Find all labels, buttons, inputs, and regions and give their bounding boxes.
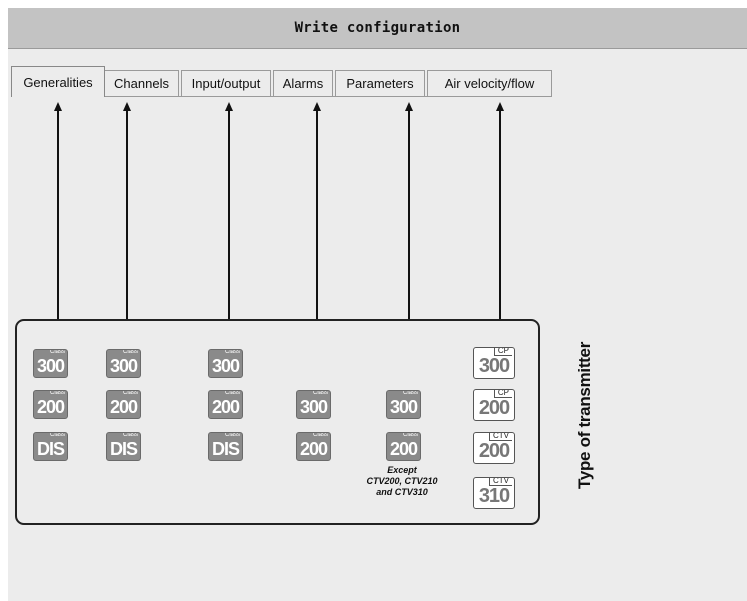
class-300-badge: Class 300	[106, 349, 141, 378]
badge-tag: CP	[493, 390, 512, 398]
badge-value: 300	[478, 355, 510, 377]
tab-generalities[interactable]: Generalities	[11, 66, 105, 97]
badge-tag: Class	[49, 349, 65, 355]
exception-note-line: and CTV310	[376, 487, 428, 497]
arrow-air-velocity-flow	[499, 110, 501, 320]
badge-value: 300	[36, 356, 65, 376]
badge-tag: Class	[122, 349, 138, 355]
class-200-badge: Class 200	[386, 432, 421, 461]
tab-input-output[interactable]: Input/output	[181, 70, 271, 96]
arrowhead-alarms	[313, 102, 321, 111]
badge-tag: Class	[49, 390, 65, 396]
tab-alarms[interactable]: Alarms	[273, 70, 333, 96]
badge-tag: Class	[224, 349, 240, 355]
badge-tag: Class	[402, 432, 418, 438]
badge-value: DIS	[36, 439, 65, 459]
badge-tag: Class	[312, 432, 328, 438]
badge-value: 310	[478, 485, 510, 507]
arrowhead-channels	[123, 102, 131, 111]
class-200-badge: Class 200	[296, 432, 331, 461]
arrow-input-output	[228, 110, 230, 320]
transmitter-type-box	[15, 319, 540, 525]
class-200-badge: Class 200	[208, 390, 243, 419]
badge-tag: CTV	[489, 478, 512, 486]
class-300-badge: Class 300	[208, 349, 243, 378]
exception-note-line: Except	[387, 465, 417, 475]
arrowhead-generalities	[54, 102, 62, 111]
arrowhead-air-velocity-flow	[496, 102, 504, 111]
tab-air-velocity-flow[interactable]: Air velocity/flow	[427, 70, 552, 96]
badge-tag: Class	[224, 432, 240, 438]
arrow-parameters	[408, 110, 410, 320]
badge-value: DIS	[211, 439, 240, 459]
badge-value: 300	[211, 356, 240, 376]
badge-tag: Class	[122, 390, 138, 396]
type-of-transmitter-label: Type of transmitter	[575, 341, 594, 489]
badge-value: DIS	[109, 439, 138, 459]
badge-tag: CTV	[489, 433, 512, 441]
class-dis-badge: Class DIS	[106, 432, 141, 461]
cp-200-badge: CP 200	[473, 389, 515, 421]
badge-tag: CP	[493, 348, 512, 356]
write-configuration-window: Write configuration	[8, 8, 747, 601]
badge-value: 300	[299, 397, 328, 417]
class-dis-badge: Class DIS	[33, 432, 68, 461]
cp-300-badge: CP 300	[473, 347, 515, 379]
badge-tag: Class	[122, 432, 138, 438]
class-300-badge: Class 300	[296, 390, 331, 419]
badge-value: 200	[478, 440, 510, 462]
badge-value: 200	[211, 397, 240, 417]
arrowhead-input-output	[225, 102, 233, 111]
tab-parameters[interactable]: Parameters	[335, 70, 425, 96]
arrowhead-parameters	[405, 102, 413, 111]
class-200-badge: Class 200	[33, 390, 68, 419]
badge-tag: Class	[402, 390, 418, 396]
badge-value: 200	[109, 397, 138, 417]
badge-value: 300	[109, 356, 138, 376]
tab-baseline	[104, 96, 552, 97]
badge-tag: Class	[312, 390, 328, 396]
window-title: Write configuration	[8, 8, 747, 49]
class-300-badge: Class 300	[33, 349, 68, 378]
exception-note: Except CTV200, CTV210 and CTV310	[362, 465, 442, 498]
exception-note-line: CTV200, CTV210	[366, 476, 438, 486]
class-200-badge: Class 200	[106, 390, 141, 419]
class-dis-badge: Class DIS	[208, 432, 243, 461]
badge-value: 200	[389, 439, 418, 459]
arrow-generalities	[57, 110, 59, 320]
badge-value: 200	[478, 397, 510, 419]
ctv-310-badge: CTV 310	[473, 477, 515, 509]
badge-tag: Class	[224, 390, 240, 396]
badge-value: 200	[36, 397, 65, 417]
badge-value: 300	[389, 397, 418, 417]
ctv-200-badge: CTV 200	[473, 432, 515, 464]
badge-tag: Class	[49, 432, 65, 438]
arrow-channels	[126, 110, 128, 320]
tab-channels[interactable]: Channels	[104, 70, 179, 96]
class-300-badge: Class 300	[386, 390, 421, 419]
badge-value: 200	[299, 439, 328, 459]
arrow-alarms	[316, 110, 318, 320]
